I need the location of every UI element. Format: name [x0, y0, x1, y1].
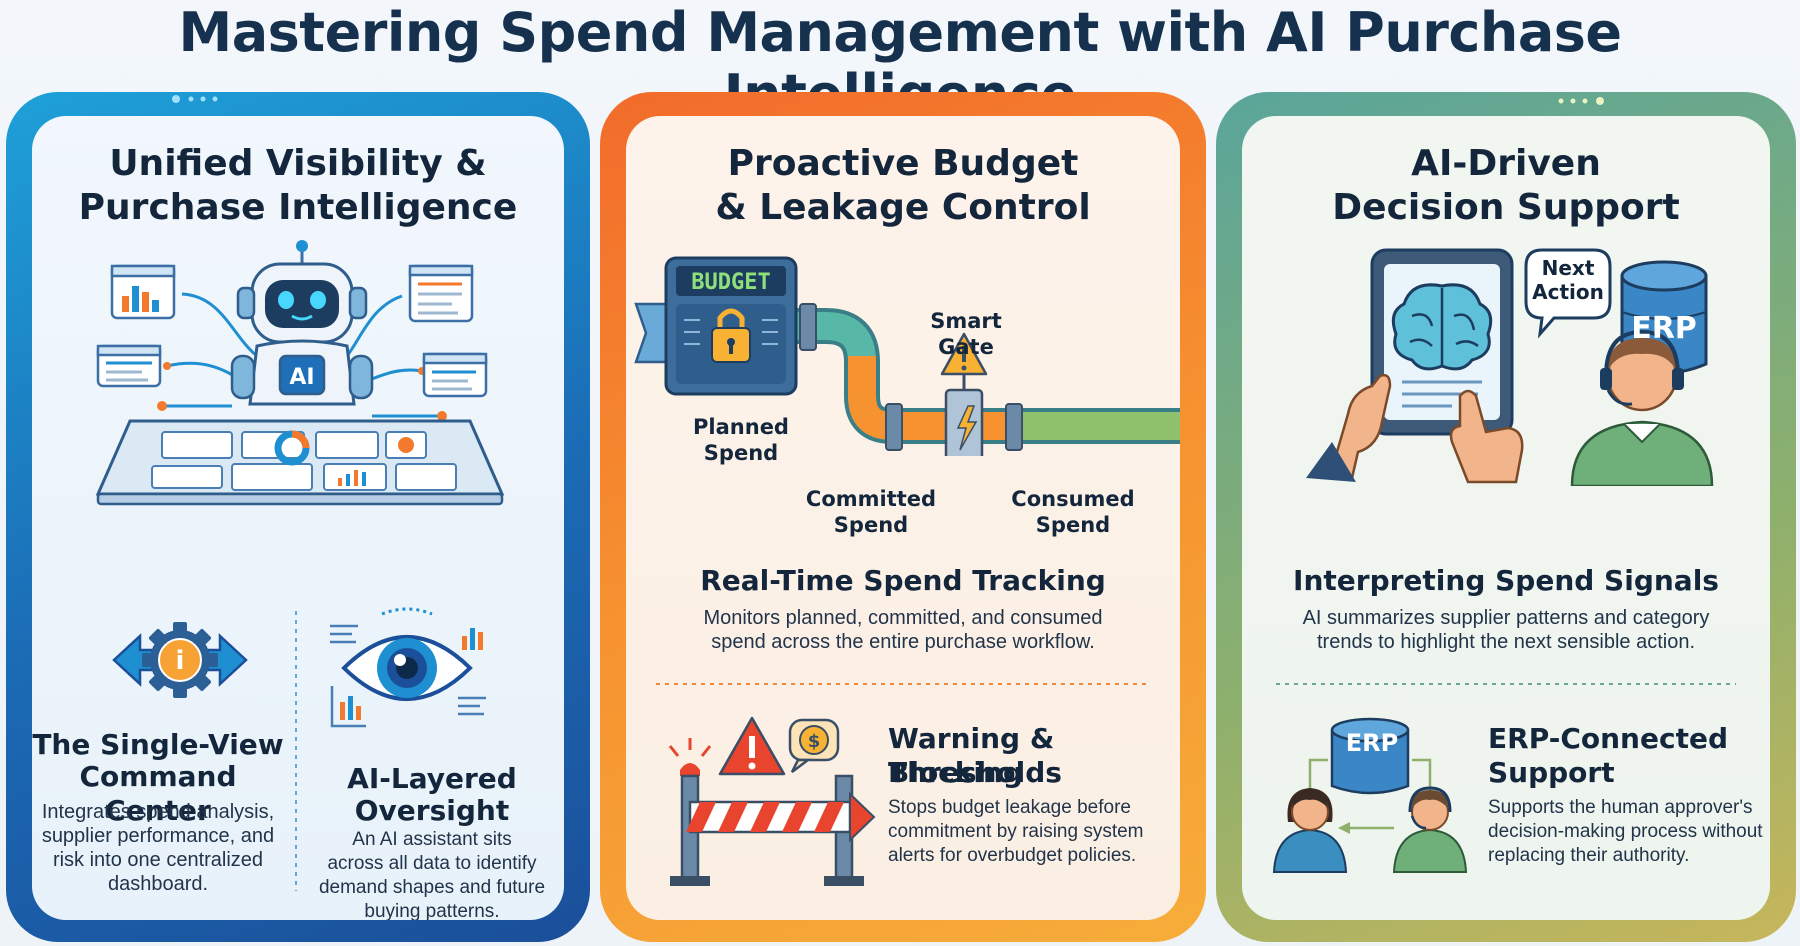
- ai-eye-icon: [330, 607, 486, 728]
- panel-budget-control: Proactive Budget & Leakage Control: [600, 92, 1206, 942]
- panel-heading-line1: AI-Driven: [1411, 143, 1601, 184]
- next-action-line1: Next: [1541, 256, 1595, 280]
- tracking-title: Real-Time Spend Tracking: [700, 564, 1106, 597]
- erp-mini-database-icon: [1330, 717, 1410, 795]
- thresholds-text-line2: commitment by raising system: [888, 821, 1144, 842]
- thresholds-text-line1: Stops budget leakage before: [888, 797, 1131, 818]
- mini-list-window-icon: [96, 344, 162, 388]
- erp-support-title-line1: ERP-Connected: [1488, 722, 1728, 755]
- man-person-icon: [1392, 786, 1468, 873]
- robot-dashboard-illustration: AI: [95, 240, 505, 506]
- panel-unified-visibility: Unified Visibility & Purchase Intelligen…: [6, 92, 590, 942]
- command-center-text-line1: Integrates spend analysis,: [41, 801, 275, 823]
- gear-arrows-icon: i: [112, 622, 248, 698]
- mini-chart-window-icon: [110, 264, 176, 320]
- erp-connected-people-icon: [1272, 717, 1468, 873]
- planned-spend-line1: Planned: [693, 415, 789, 439]
- consumed-spend-line2: Spend: [1035, 513, 1111, 537]
- erp-support-title-line2: Support: [1488, 756, 1615, 789]
- smart-gate-line2: Gate: [938, 335, 994, 359]
- command-center-title-line2: Command Center: [79, 760, 237, 827]
- mini-list-window-right-icon: [422, 352, 488, 398]
- oversight-text-line3: demand shapes and future: [318, 877, 546, 898]
- erp-database-label: ERP: [1631, 311, 1697, 346]
- smart-gate-icon: [940, 332, 988, 456]
- panel-heading-line1: Proactive Budget: [727, 143, 1079, 184]
- erp-support-text-line1: Supports the human approver's: [1488, 797, 1753, 818]
- approver-person-icon: [1570, 329, 1714, 486]
- dotted-divider: [656, 683, 1146, 685]
- panel-inner: Unified Visibility & Purchase Intelligen…: [32, 116, 564, 920]
- panel-decision-support: AI-Driven Decision Support: [1216, 92, 1796, 942]
- tracking-text-line2: spend across the entire purchase workflo…: [711, 631, 1095, 653]
- robot-icon: [230, 240, 374, 406]
- oversight-text-line4: buying patterns.: [364, 901, 500, 920]
- robot-badge: AI: [289, 365, 314, 390]
- signals-title: Interpreting Spend Signals: [1293, 564, 1719, 597]
- coin-symbol: $: [808, 731, 821, 752]
- oversight-title-line2: Oversight: [354, 794, 510, 827]
- budget-safe-icon: [634, 256, 798, 396]
- consumed-spend-line1: Consumed: [1011, 487, 1135, 511]
- thresholds-text-line3: alerts for overbudget policies.: [888, 845, 1137, 866]
- smart-gate-line1: Smart: [930, 309, 1002, 333]
- panel-inner: Proactive Budget & Leakage Control: [626, 116, 1180, 920]
- panel-heading-line2: Purchase Intelligence: [78, 187, 518, 228]
- command-center-text-line3: risk into one centralized: [52, 849, 264, 871]
- erp-support-text-line2: decision-making process without: [1488, 821, 1763, 842]
- oversight-title-line1: AI-Layered: [347, 762, 517, 795]
- command-center-text-line4: dashboard.: [107, 873, 209, 895]
- dashboard-table-icon: [95, 419, 505, 506]
- barrier-warning-icon: $: [668, 716, 876, 886]
- budget-label: BUDGET: [691, 270, 770, 295]
- next-action-line2: Action: [1532, 280, 1604, 304]
- signals-text-line1: AI summarizes supplier patterns and cate…: [1302, 607, 1710, 629]
- woman-person-icon: [1272, 788, 1348, 873]
- mini-text-window-icon: [408, 264, 474, 323]
- panel-heading-line2: Decision Support: [1332, 187, 1680, 228]
- erp-support-text-line3: replacing their authority.: [1488, 845, 1690, 866]
- panel-inner: AI-Driven Decision Support: [1242, 116, 1770, 920]
- command-center-title-line1: The Single-View: [32, 728, 284, 761]
- ai-tablet-approver-illustration: [1306, 248, 1714, 486]
- oversight-text-line2: across all data to identify: [327, 853, 537, 874]
- command-center-text-line2: supplier performance, and: [41, 825, 275, 847]
- svg-text:i: i: [176, 646, 185, 676]
- tracking-text-line1: Monitors planned, committed, and consume…: [703, 607, 1103, 629]
- committed-spend-line1: Committed: [805, 487, 937, 511]
- oversight-text-line1: An AI assistant sits: [352, 829, 512, 850]
- committed-spend-line2: Spend: [833, 513, 909, 537]
- panel-heading-line1: Unified Visibility &: [109, 143, 487, 184]
- thresholds-title-line2: Thresholds: [888, 756, 1062, 789]
- spend-pipeline-illustration: BUDGET: [634, 256, 1180, 456]
- brain-icon: [1391, 283, 1493, 371]
- thresholds-title-line1: Warning & Blocking: [888, 722, 1055, 789]
- planned-spend-line2: Spend: [703, 441, 779, 465]
- dotted-divider: [1276, 683, 1736, 685]
- signals-text-line2: trends to highlight the next sensible ac…: [1316, 631, 1696, 653]
- dotted-divider: [295, 611, 297, 891]
- panel-heading-line2: & Leakage Control: [715, 187, 1091, 228]
- erp-mini-label: ERP: [1345, 729, 1399, 757]
